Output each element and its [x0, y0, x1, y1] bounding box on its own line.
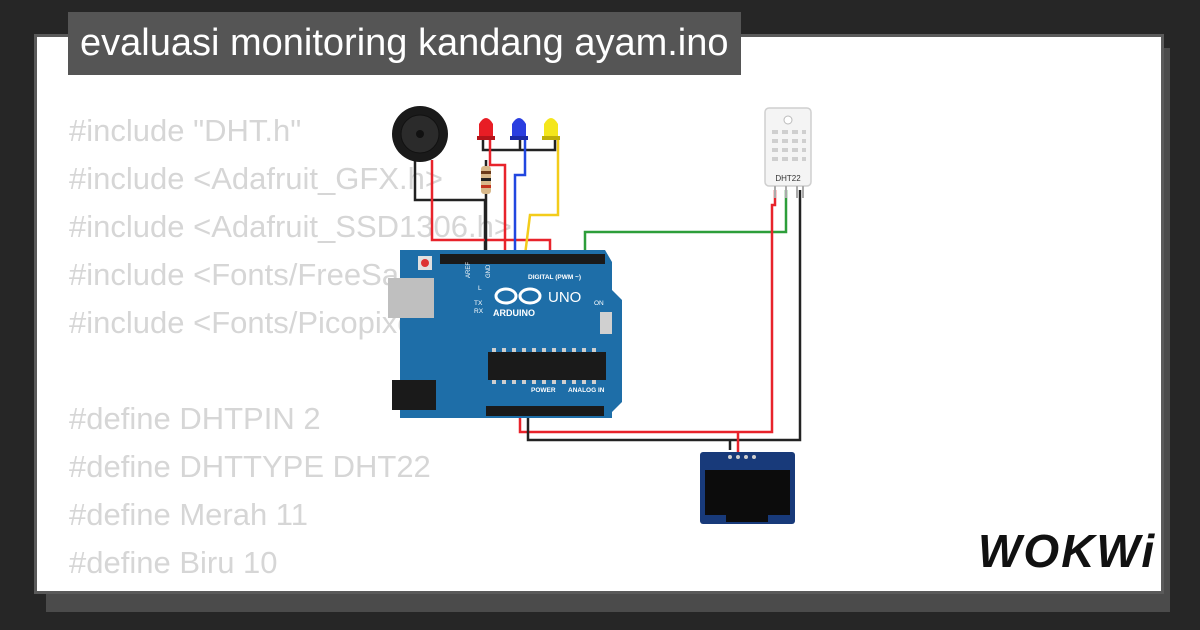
wire-dht-vcc [518, 190, 777, 434]
wire-dht-data [583, 190, 788, 255]
code-line: #define DHTTYPE DHT22 [69, 449, 431, 484]
rx-label: RX [474, 308, 484, 315]
on-label: ON [594, 300, 604, 307]
code-line: #include <Adafruit_GFX.h> [69, 161, 443, 196]
digital-header [440, 254, 605, 264]
project-title[interactable]: evaluasi monitoring kandang ayam.ino [68, 12, 741, 75]
arduino-uno-board: UNO ARDUINO DIGITAL (PWM ~) POWER ANALOG… [388, 250, 622, 418]
power-analog-header [486, 406, 604, 416]
wokwi-logo: WOKWi [978, 525, 1157, 577]
wire-buzzer-signal [430, 160, 552, 255]
tx-label: TX [474, 300, 483, 307]
digital-label: DIGITAL (PWM ~) [528, 274, 581, 281]
wire-led-red [488, 140, 507, 255]
led-blue [510, 118, 528, 140]
board-brand: ARDUINO [493, 308, 535, 318]
power-jack [392, 380, 436, 410]
wire-led-yellow [523, 140, 560, 256]
led-red [477, 118, 495, 140]
code-line: #define Biru 10 [69, 545, 278, 580]
code-line: #include <Adafruit_SSD1306.h> [69, 209, 512, 244]
wire-led-blue [513, 140, 527, 255]
oled-display [700, 452, 795, 524]
led-yellow [542, 118, 560, 140]
atmega-chip [488, 352, 606, 380]
aref-label: AREF [466, 262, 472, 278]
dht22-label: DHT22 [775, 174, 801, 183]
code-line: #include "DHT.h" [69, 113, 302, 148]
analog-label: ANALOG IN [568, 387, 605, 394]
gnd-label: GND [486, 264, 492, 278]
power-label: POWER [531, 387, 556, 394]
usb-port [388, 278, 434, 318]
board-name: UNO [548, 289, 581, 306]
wires [413, 140, 802, 452]
l-label: L [478, 285, 482, 292]
dht22-sensor: DHT22 [764, 107, 812, 198]
code-line: #define DHTPIN 2 [69, 401, 321, 436]
resistor [481, 166, 491, 194]
code-line: #define Merah 11 [69, 497, 308, 532]
buzzer [392, 106, 448, 162]
wire-dht-gnd [526, 190, 802, 442]
